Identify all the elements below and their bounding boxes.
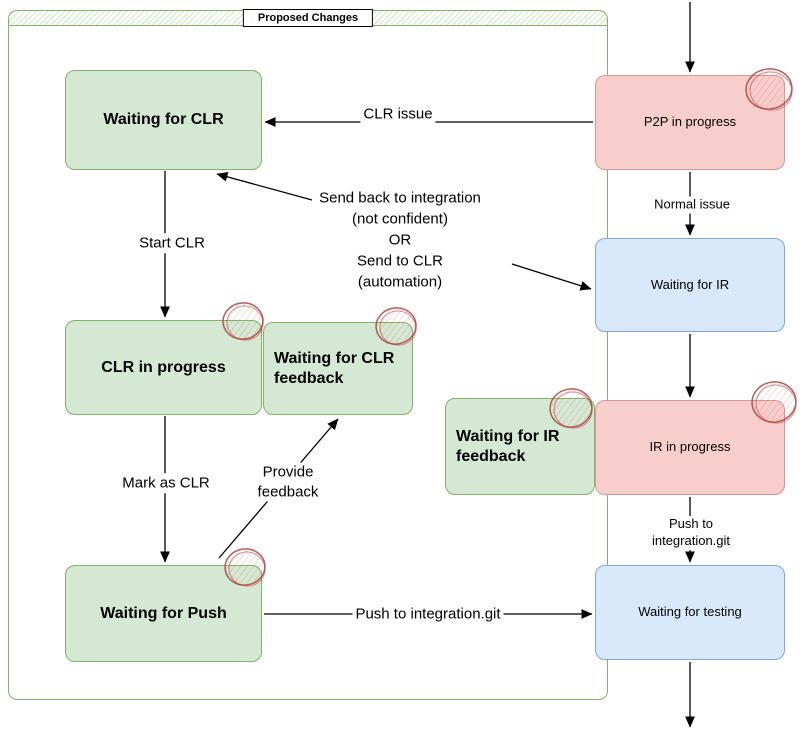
node-waiting-for-push-label: Waiting for Push (100, 604, 227, 622)
node-waiting-for-testing: Waiting for testing (595, 565, 785, 660)
proposed-changes-frame: Proposed Changes (8, 9, 608, 700)
edge-label-push-to-integration-right: Push to integration.git (633, 516, 749, 550)
node-clr-in-progress-label: CLR in progress (101, 358, 226, 376)
node-waiting-for-ir-feedback-label: Waiting for IR feedback (456, 427, 560, 465)
edge-label-start-clr: Start CLR (136, 233, 208, 253)
node-waiting-for-clr-feedback-label: Waiting for CLR feedback (274, 349, 395, 387)
edge-label-clr-issue: CLR issue (360, 104, 436, 124)
node-p2p-in-progress: P2P in progress (595, 75, 785, 170)
node-p2p-in-progress-label: P2P in progress (643, 114, 737, 130)
edge-label-provide-feedback: Provide feedback (254, 462, 322, 502)
node-waiting-for-clr: Waiting for CLR (65, 70, 262, 170)
node-waiting-for-ir: Waiting for IR (595, 238, 785, 332)
node-waiting-for-clr-feedback: Waiting for CLR feedback (263, 322, 413, 415)
edge-label-mark-as-clr: Mark as CLR (119, 473, 213, 493)
node-ir-in-progress: IR in progress (595, 400, 785, 495)
edge-label-normal-issue: Normal issue (651, 196, 733, 214)
node-ir-in-progress-label: IR in progress (649, 439, 731, 455)
node-waiting-for-ir-label: Waiting for IR (650, 276, 730, 292)
node-waiting-for-clr-label: Waiting for CLR (103, 111, 224, 128)
node-waiting-for-push: Waiting for Push (65, 565, 262, 662)
frame-title: Proposed Changes (242, 9, 374, 27)
node-clr-in-progress: CLR in progress (65, 320, 262, 415)
node-waiting-for-ir-feedback: Waiting for IR feedback (445, 398, 595, 495)
edge-label-send-back-block: Send back to integration (not confident)… (319, 189, 481, 291)
edge-label-push-to-integration-left: Push to integration.git (352, 604, 504, 624)
node-waiting-for-testing-label: Waiting for testing (638, 604, 742, 620)
